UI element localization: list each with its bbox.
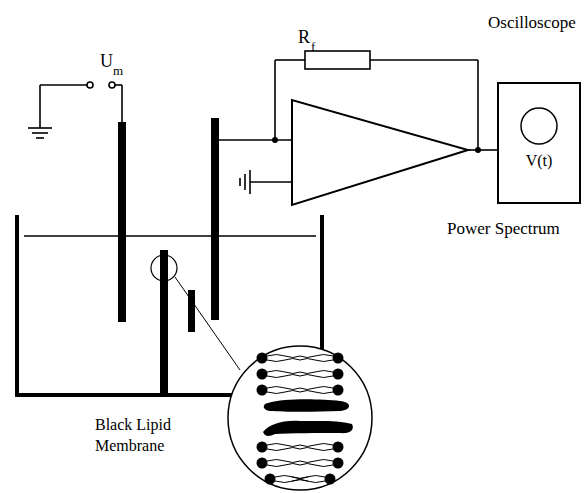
device-label: Power Spectrum <box>447 220 560 239</box>
voltage-subscript: m <box>113 64 123 78</box>
screen-circle <box>499 84 579 202</box>
resistor-label: R <box>298 28 310 48</box>
oscilloscope-box: V(t) <box>497 82 581 204</box>
lipid-bilayer <box>257 353 344 485</box>
signal-label: V(t) <box>526 152 553 170</box>
device-label: Oscilloscope <box>488 14 576 33</box>
voltage-label: U <box>100 52 113 72</box>
membrane-label: Black Lipid Membrane <box>95 415 215 457</box>
resistor-subscript: f <box>311 40 315 54</box>
